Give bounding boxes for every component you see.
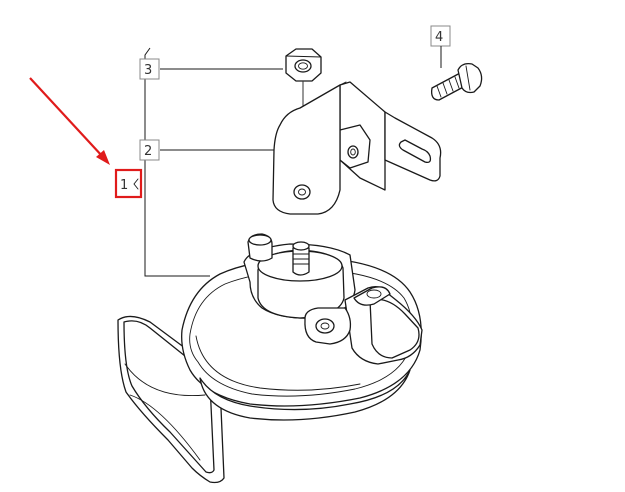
callout-bracket: [144, 47, 283, 277]
svg-text:4: 4: [435, 30, 443, 45]
svg-text:1: 1: [120, 178, 128, 193]
svg-text:2: 2: [144, 144, 152, 159]
callout-4[interactable]: 4: [430, 25, 451, 68]
mounting-bracket: [272, 81, 442, 215]
svg-text:3: 3: [144, 63, 152, 78]
hex-nut: [285, 48, 322, 186]
callout-1[interactable]: 1: [114, 168, 143, 199]
red-arrow-icon: [29, 77, 110, 165]
horn-body: [117, 233, 423, 484]
callout-2[interactable]: 2: [139, 139, 160, 161]
mounting-bolt: [431, 62, 483, 101]
callout-3[interactable]: 3: [139, 58, 160, 80]
